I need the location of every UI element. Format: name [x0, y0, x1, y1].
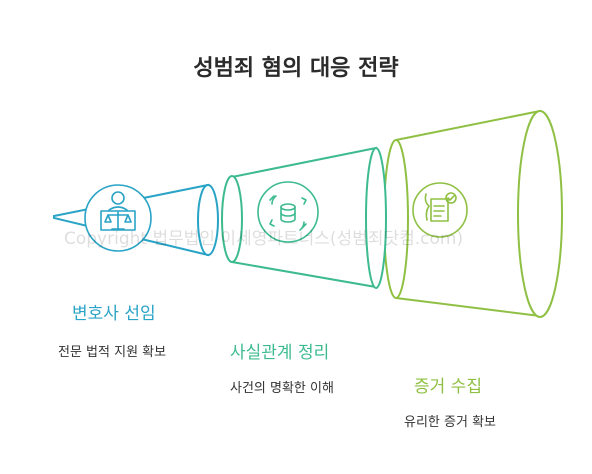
stage-2-title: 사실관계 정리 — [230, 343, 330, 363]
stage-3-description: 유리한 증거 확보 — [404, 415, 496, 430]
stage-1-description: 전문 법적 지원 확보 — [58, 345, 167, 360]
lawyer-scales-icon — [84, 184, 152, 252]
evidence-document-icon — [412, 182, 468, 238]
stage-2-description: 사건의 명확한 이해 — [230, 381, 334, 396]
watermark: Copyright 법무법인 이세영파트너스(성범죄닷컴.com) — [64, 229, 464, 249]
stage-3-title: 증거 수집 — [414, 377, 482, 397]
funnel-segment-evidence — [383, 109, 563, 318]
page-title: 성범죄 혐의 대응 전략 — [193, 56, 399, 81]
stage-1-title: 변호사 선임 — [72, 304, 156, 324]
database-sync-icon — [257, 181, 319, 243]
